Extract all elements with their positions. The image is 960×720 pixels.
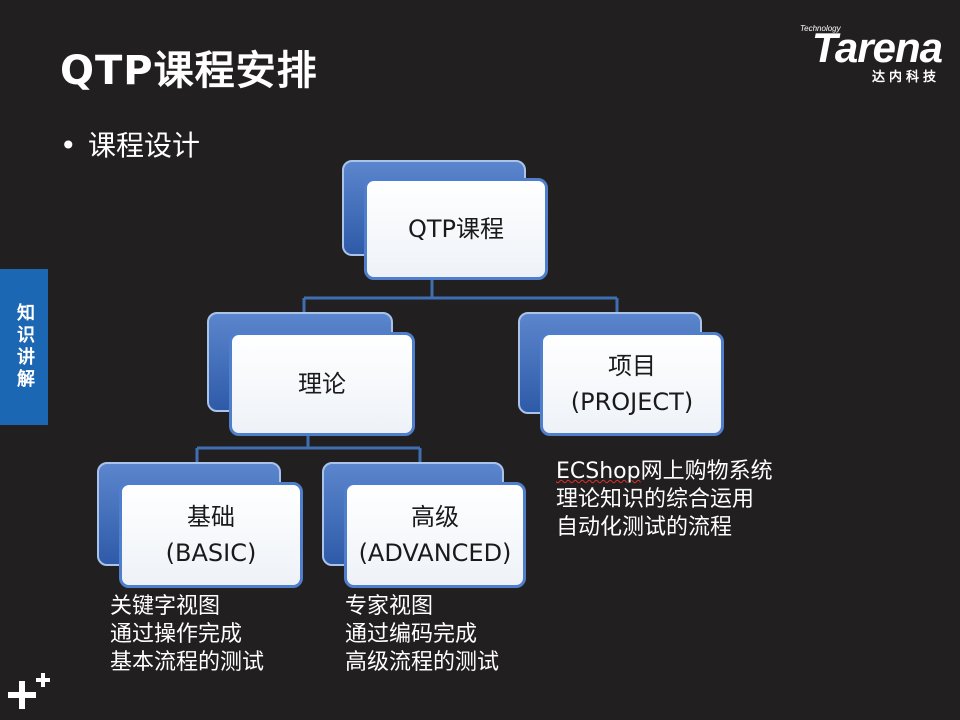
node-qtp-course: QTP课程 [342,160,548,282]
logo-technology-text: Technology [800,24,841,33]
side-tab-label: 知识讲解 [14,303,35,391]
node-sublabel: (ADVANCED) [358,539,512,567]
basic-note-line: 基本流程的测试 [110,650,265,675]
node-front-shape: 基础 (BASIC) [119,482,303,588]
node-front-shape: 理论 [229,332,415,436]
project-note-line: 自动化测试的流程 [556,515,733,540]
project-note-rest: 网上购物系统 [640,459,773,484]
advanced-note-line: 专家视图 [345,594,434,619]
basic-notes: 关键字视图 通过操作完成 基本流程的测试 [110,593,264,677]
node-label: QTP课程 [407,215,505,243]
advanced-note-line: 高级流程的测试 [345,650,500,675]
side-tab-knowledge: 知识讲解 [0,269,48,425]
node-label: 项目 [608,352,656,380]
bullet-text: 课程设计 [88,129,201,162]
advanced-notes: 专家视图 通过编码完成 高级流程的测试 [345,593,499,677]
node-label: 高级 [411,503,459,531]
tarena-logo: Technology Tarena 达内科技 [782,24,943,85]
node-front-shape: 高级 (ADVANCED) [344,482,526,588]
node-basic: 基础 (BASIC) [97,462,303,590]
logo-chinese-text: 达内科技 [871,70,940,85]
basic-note-line: 关键字视图 [110,594,221,619]
node-label: 理论 [298,370,346,398]
node-project: 项目 (PROJECT) [518,312,724,438]
bullet-item: • 课程设计 [60,124,200,164]
project-note-line: ECShop网上购物系统 [556,458,773,486]
project-notes: ECShop网上购物系统 理论知识的综合运用 自动化测试的流程 [556,458,773,542]
bullet-dot-icon: • [60,129,77,162]
advanced-note-line: 通过编码完成 [345,622,478,647]
project-note-line: 理论知识的综合运用 [556,487,755,512]
node-front-shape: 项目 (PROJECT) [540,332,724,436]
node-label: 基础 [187,503,235,531]
logo-wordmark: Tarena [811,24,943,71]
node-front-shape: QTP课程 [364,178,548,280]
node-sublabel: (PROJECT) [570,388,694,416]
basic-note-line: 通过操作完成 [110,622,243,647]
node-advanced: 高级 (ADVANCED) [322,462,526,590]
project-note-brand: ECShop [556,459,641,484]
plus-decoration-icon [8,673,50,709]
node-sublabel: (BASIC) [165,539,257,567]
node-theory: 理论 [207,312,415,438]
slide-title: QTP课程安排 [60,48,318,94]
